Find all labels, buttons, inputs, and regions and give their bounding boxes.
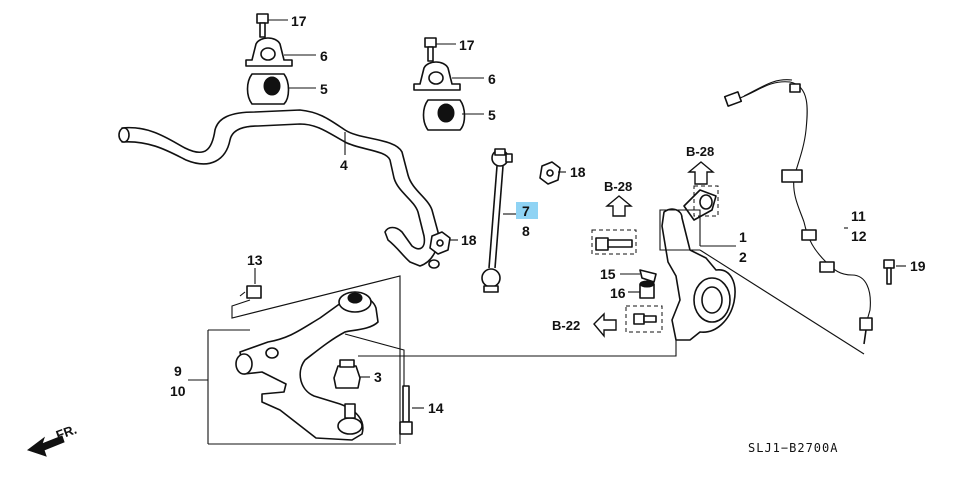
ref-arrow-b22[interactable]: [593, 312, 617, 338]
bushing-3[interactable]: [333, 359, 361, 389]
callout-6-right: 6: [488, 71, 496, 87]
steering-knuckle[interactable]: [661, 189, 736, 341]
callout-4: 4: [340, 157, 348, 173]
stabilizer-bar[interactable]: [118, 109, 440, 269]
callout-18-lower: 18: [461, 232, 477, 248]
nut-18-upper[interactable]: [539, 161, 561, 185]
bolt-19[interactable]: [883, 259, 895, 285]
callout-5-right: 5: [488, 107, 496, 123]
callout-7-highlight: [516, 202, 538, 219]
knuckle-nut-lower[interactable]: [633, 313, 657, 325]
diagram-code: SLJ1−B2700A: [748, 441, 838, 455]
lower-arm[interactable]: [235, 291, 379, 441]
bushing-5-right[interactable]: [422, 99, 466, 131]
ref-label-b28-lower[interactable]: B-28: [604, 179, 632, 194]
callout-9: 9: [174, 363, 182, 379]
bolt-13[interactable]: [239, 285, 262, 299]
callout-19: 19: [910, 258, 926, 274]
wheel-speed-sensor[interactable]: [723, 79, 873, 345]
bracket-6-right[interactable]: [413, 61, 461, 91]
bushing-5-left[interactable]: [246, 73, 290, 105]
callout-7[interactable]: 7: [522, 203, 530, 219]
nut-18-lower[interactable]: [429, 231, 451, 255]
callout-11: 11: [851, 208, 866, 224]
stabilizer-link[interactable]: [481, 148, 513, 293]
callout-17-right: 17: [459, 37, 475, 53]
bolt-17-right[interactable]: [424, 37, 437, 62]
callout-2: 2: [739, 249, 747, 265]
callout-13: 13: [247, 252, 263, 268]
leader-lines: [188, 19, 906, 445]
callout-6-left: 6: [320, 48, 328, 64]
callout-8: 8: [522, 223, 530, 239]
callout-5-left: 5: [320, 81, 328, 97]
bolt-17-left[interactable]: [256, 13, 269, 38]
callout-16: 16: [610, 285, 626, 301]
callout-12: 12: [851, 228, 867, 244]
callout-15: 15: [600, 266, 616, 282]
callout-10: 10: [170, 383, 186, 399]
knuckle-bolt[interactable]: [595, 237, 633, 251]
front-direction-arrow: [26, 435, 65, 457]
callout-3: 3: [374, 369, 382, 385]
ref-arrow-b28-lower[interactable]: [605, 195, 633, 217]
nut-16[interactable]: [639, 280, 655, 299]
front-marker-label: FR.: [54, 422, 79, 443]
callout-14: 14: [428, 400, 444, 416]
ref-arrow-b28-upper[interactable]: [687, 161, 715, 185]
bracket-6-left[interactable]: [245, 37, 293, 67]
bolt-15[interactable]: [639, 269, 657, 283]
ref-label-b28-upper[interactable]: B-28: [686, 144, 714, 159]
callout-labels: 17 6 5 17 6 5 4 18 18 7 8 13 9 10 3 14 1…: [170, 13, 926, 416]
callout-17-left: 17: [291, 13, 307, 29]
ref-label-b22[interactable]: B-22: [552, 318, 580, 333]
callout-18-upper: 18: [570, 164, 586, 180]
bolt-14[interactable]: [399, 385, 413, 435]
callout-1: 1: [739, 229, 747, 245]
